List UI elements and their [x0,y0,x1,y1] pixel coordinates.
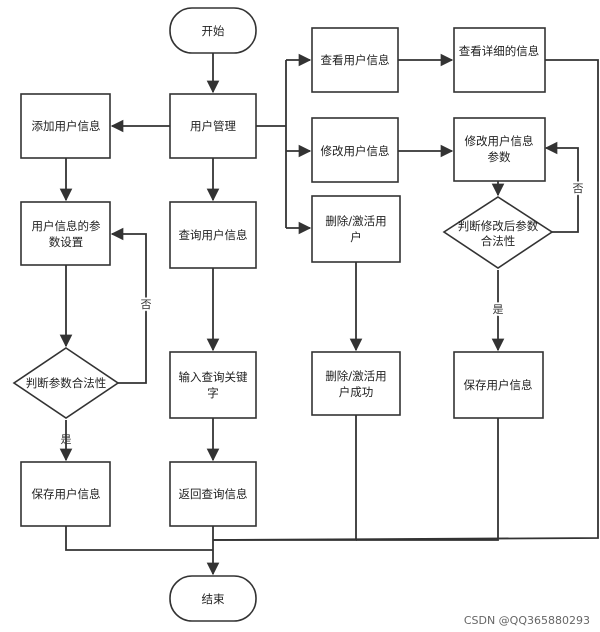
yes-label-add: 是 [61,433,72,446]
return-query-label: 返回查询信息 [179,487,248,501]
edge-save-modify-to-end [356,418,499,541]
watermark-text: CSDN @QQ365880293 [464,614,590,627]
query-user-label: 查询用户信息 [179,228,248,242]
view-detail-label: 查看详细的信息 [459,44,540,58]
delete-success-label-line2: 户成功 [339,385,374,399]
yes-label-modify: 是 [493,303,504,316]
param-setting-label-line1: 用户信息的参 [32,219,101,233]
check-add-decision: 判断参数合法性 [12,347,120,419]
edge-save-add-to-end [65,526,213,551]
no-label-add: 否 [141,298,152,311]
delete-user-label-line1: 删除/激活用 [325,214,386,228]
param-setting-node: 用户信息的参 数设置 [20,201,111,266]
delete-success-label-line1: 删除/激活用 [325,369,386,383]
save-modify-label: 保存用户信息 [464,378,533,392]
save-add-node: 保存用户信息 [20,461,111,527]
check-modify-decision: 判断修改后参数 合法性 [442,196,554,269]
nodes: 开始 用户管理 添加用户信息 用户信息的参 数设置 判断参数合法性 保存用户信息 [12,7,554,622]
end-label: 结束 [202,592,225,606]
input-keyword-label-line1: 输入查询关键 [179,370,248,384]
delete-success-node: 删除/激活用 户成功 [311,351,401,416]
save-add-label: 保存用户信息 [32,487,101,501]
user-mgmt-label: 用户管理 [190,119,236,133]
check-add-label: 判断参数合法性 [26,376,107,390]
modify-user-label: 修改用户信息 [321,144,390,158]
view-user-node: 查看用户信息 [311,27,399,93]
modify-param-label-line2: 参数 [488,150,511,164]
edge-detail-to-end [212,59,599,541]
edges [59,53,599,576]
no-label-modify: 否 [573,182,584,195]
param-setting-label-line2: 数设置 [49,235,84,249]
check-modify-label-line2: 合法性 [481,234,516,248]
modify-user-node: 修改用户信息 [311,117,399,183]
return-query-node: 返回查询信息 [169,461,257,527]
modify-param-node: 修改用户信息 参数 [453,117,546,182]
input-keyword-node: 输入查询关键 字 [169,351,257,419]
add-user-label: 添加用户信息 [32,119,101,133]
save-modify-node: 保存用户信息 [453,351,544,419]
delete-user-label-line2: 户 [350,230,362,244]
start-node: 开始 [169,7,257,54]
edge-check-modify-no-loop [544,141,579,233]
edge-check-add-no-loop [110,227,147,384]
query-user-node: 查询用户信息 [169,201,257,269]
add-user-node: 添加用户信息 [20,93,111,159]
delete-user-node: 删除/激活用 户 [311,195,401,263]
start-label: 开始 [202,24,225,38]
modify-param-label-line1: 修改用户信息 [465,134,534,148]
user-mgmt-node: 用户管理 [169,93,257,159]
view-user-label: 查看用户信息 [321,53,390,67]
input-keyword-label-line2: 字 [207,386,219,400]
edge-labels: 是 否 是 否 [61,180,586,446]
end-node: 结束 [169,575,257,622]
view-detail-node: 查看详细的信息 [453,27,546,93]
check-modify-label-line1: 判断修改后参数 [458,219,539,233]
